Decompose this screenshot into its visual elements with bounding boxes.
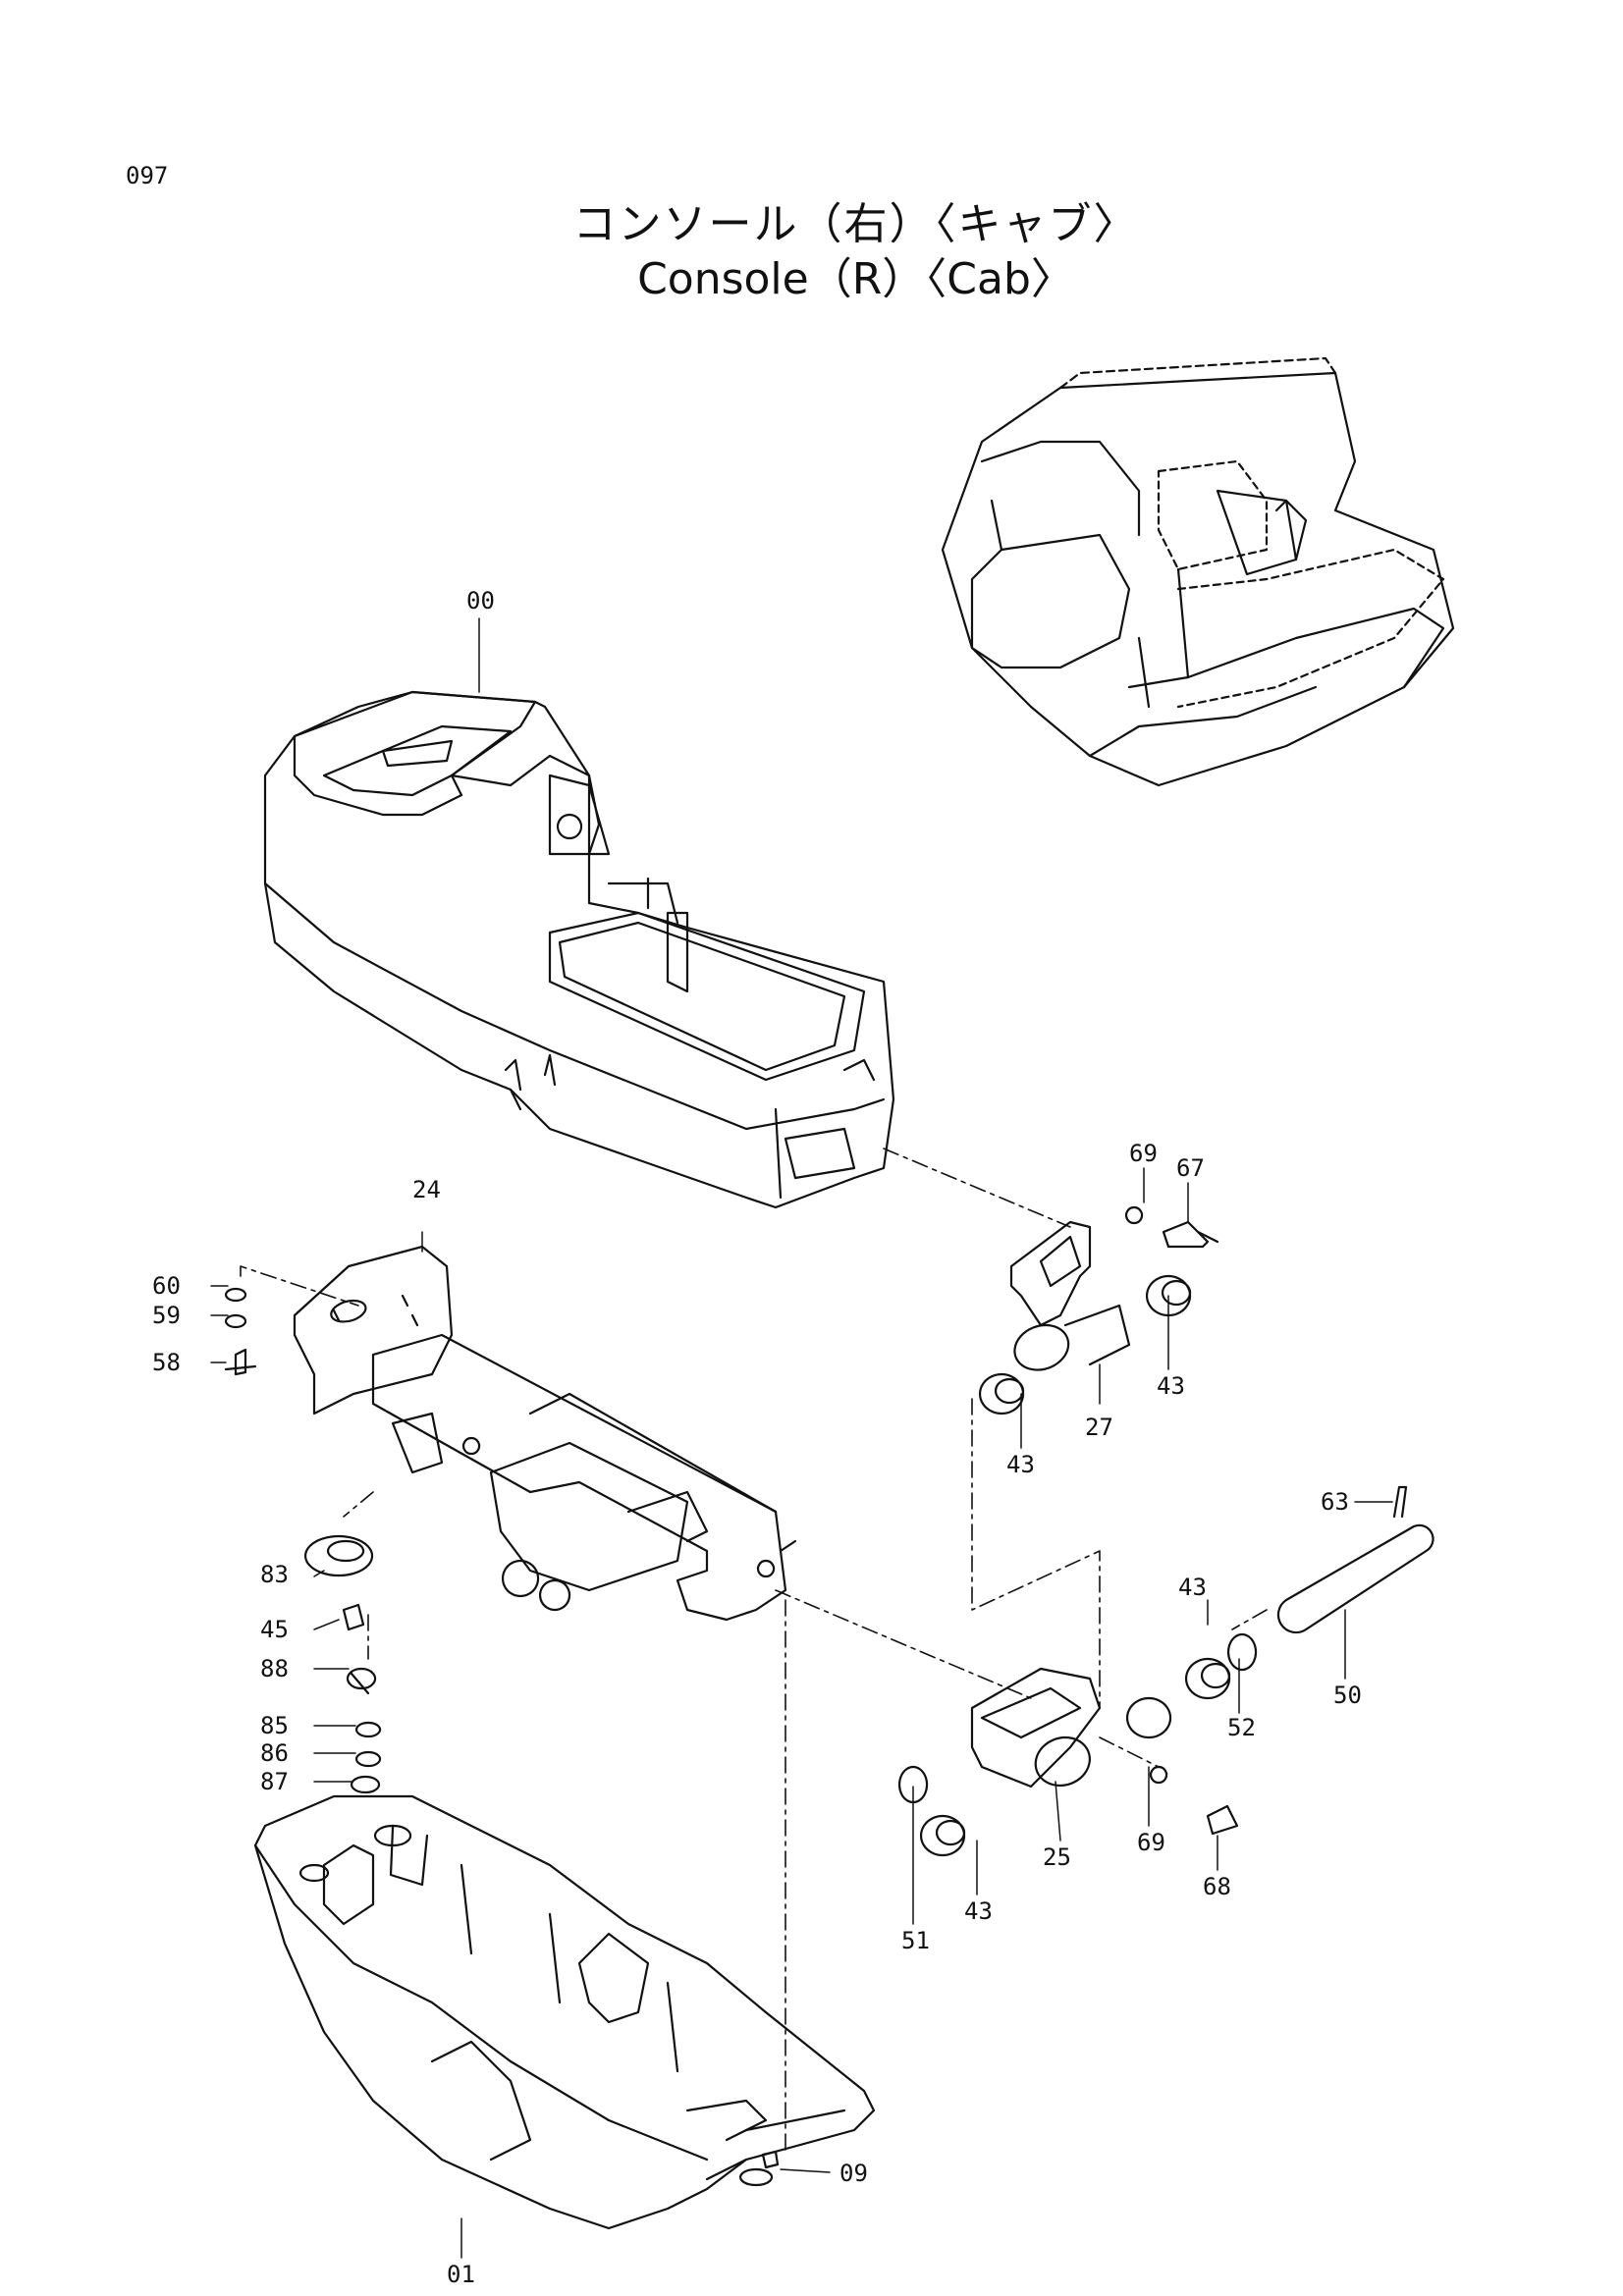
part-label: 45 [260, 1616, 289, 1643]
part-label: 85 [260, 1712, 289, 1739]
part-label: 52 [1227, 1714, 1256, 1741]
part-label: 86 [260, 1739, 289, 1767]
title-english: Console（R）〈Cab〉 [637, 254, 1074, 304]
part-label: 69 [1129, 1140, 1158, 1167]
part-label: 60 [152, 1272, 181, 1300]
part-label: 25 [1043, 1843, 1071, 1871]
assembly-lines [240, 1148, 1268, 2151]
hinge-bracket-part-27 [1009, 1220, 1131, 1371]
part-label: 88 [260, 1655, 289, 1682]
part-label: 01 [447, 2261, 475, 2288]
console-frame-part-24 [293, 1245, 797, 1622]
part-label: 43 [1157, 1372, 1185, 1400]
part-label: 50 [1333, 1682, 1362, 1709]
part-label: 00 [466, 587, 495, 614]
part-number-labels: 00 24 60 59 58 83 45 88 85 86 87 01 09 6… [152, 587, 1362, 2288]
bushings-and-washers [897, 1205, 1258, 1857]
pin-part-50 [1276, 1523, 1434, 1634]
part-label: 58 [152, 1349, 181, 1376]
bolts-and-nuts [224, 1220, 1408, 2187]
cab-overview-illustration [941, 356, 1455, 787]
part-label: 63 [1321, 1488, 1349, 1516]
callout-leaders [210, 617, 1393, 2259]
part-label: 67 [1176, 1154, 1205, 1182]
part-label: 27 [1085, 1414, 1113, 1441]
title-japanese: コンソール（右）〈キャブ〉 [572, 199, 1139, 249]
console-upper-body-part-00 [263, 690, 895, 1209]
part-label: 83 [260, 1561, 289, 1588]
console-lower-cover-part-01 [253, 1794, 876, 2230]
part-label: 59 [152, 1302, 181, 1329]
part-label: 24 [412, 1176, 441, 1203]
part-label: 43 [1178, 1574, 1207, 1601]
page-number: 097 [126, 162, 169, 189]
part-label: 09 [839, 2160, 868, 2187]
part-label: 87 [260, 1768, 289, 1795]
part-label: 69 [1137, 1829, 1165, 1856]
part-label: 68 [1203, 1873, 1231, 1900]
part-label: 43 [1006, 1451, 1035, 1478]
hinge-bracket-part-25 [970, 1667, 1102, 1789]
part-label: 51 [901, 1927, 930, 1954]
part-label: 43 [964, 1897, 993, 1925]
